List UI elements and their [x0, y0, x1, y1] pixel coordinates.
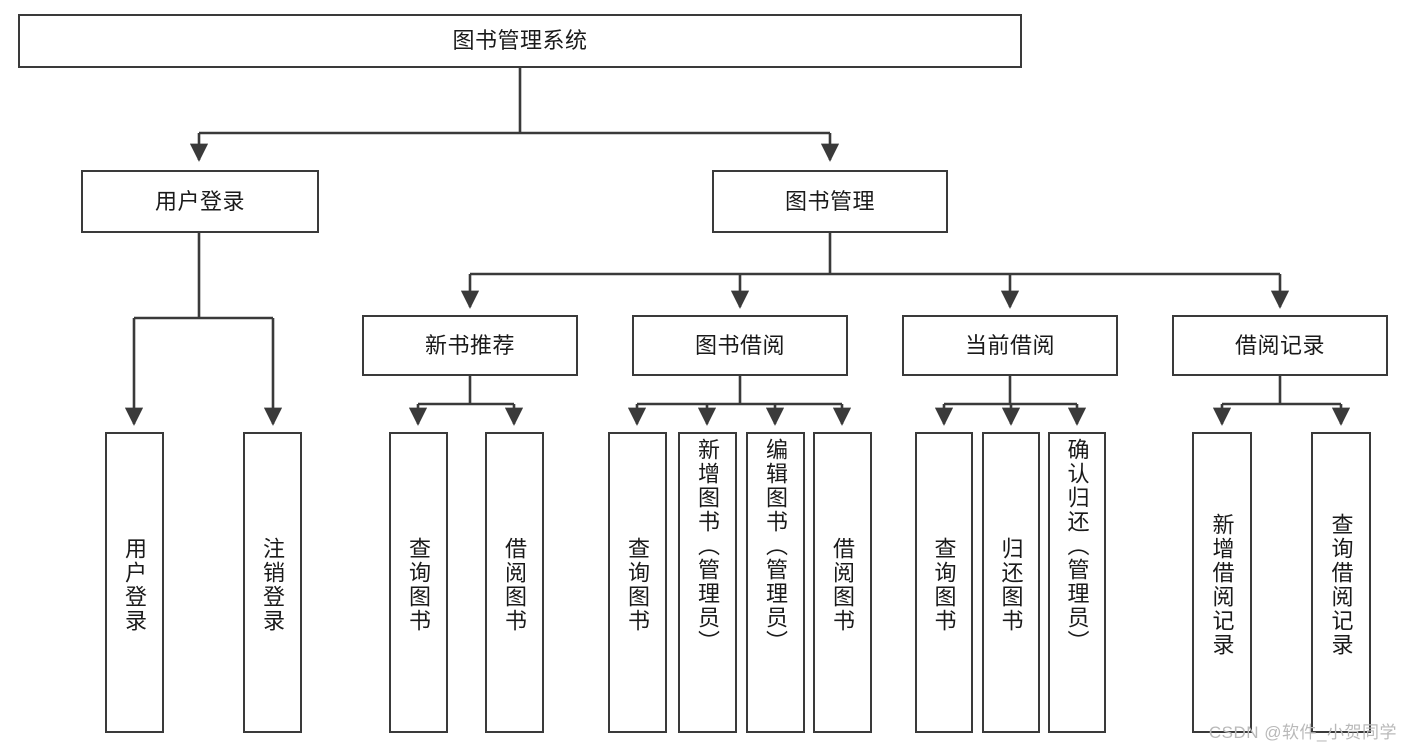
node-leaf-return-book[interactable]: 归还图书: [982, 432, 1040, 733]
node-leaf-borrow-book-1[interactable]: 借阅图书: [485, 432, 544, 733]
node-leaf-edit-book[interactable]: 编辑图书（管理员）: [746, 432, 805, 733]
node-label: 新增图书（管理员）: [695, 438, 721, 654]
node-borrow-record[interactable]: 借阅记录: [1172, 315, 1388, 376]
node-book-borrow[interactable]: 图书借阅: [632, 315, 848, 376]
node-leaf-logout-login[interactable]: 注销登录: [243, 432, 302, 733]
node-leaf-confirm-return[interactable]: 确认归还（管理员）: [1048, 432, 1106, 733]
node-label: 用户登录: [122, 536, 148, 633]
node-leaf-user-login[interactable]: 用户登录: [105, 432, 164, 733]
node-leaf-query-book-3[interactable]: 查询图书: [915, 432, 973, 733]
watermark-text: CSDN @软件_小贺同学: [1208, 723, 1397, 742]
node-label: 确认归还（管理员）: [1064, 438, 1090, 654]
node-label: 图书管理: [784, 188, 875, 214]
node-label: 归还图书: [998, 536, 1024, 633]
node-root-system[interactable]: 图书管理系统: [18, 14, 1022, 68]
node-book-manage[interactable]: 图书管理: [712, 170, 948, 233]
node-label: 编辑图书（管理员）: [763, 438, 789, 654]
node-leaf-add-book[interactable]: 新增图书（管理员）: [678, 432, 737, 733]
node-leaf-query-book-1[interactable]: 查询图书: [389, 432, 448, 733]
node-user-login[interactable]: 用户登录: [81, 170, 319, 233]
node-label: 图书管理系统: [452, 28, 588, 54]
node-label: 查询图书: [406, 536, 432, 633]
node-leaf-borrow-book-2[interactable]: 借阅图书: [813, 432, 872, 733]
node-leaf-add-record[interactable]: 新增借阅记录: [1192, 432, 1252, 733]
node-label: 查询图书: [931, 536, 957, 633]
node-label: 新书推荐: [424, 332, 515, 358]
node-label: 借阅图书: [502, 536, 528, 633]
node-label: 图书借阅: [694, 332, 785, 358]
node-new-book-recommend[interactable]: 新书推荐: [362, 315, 578, 376]
node-label: 查询借阅记录: [1328, 512, 1354, 657]
node-leaf-query-record[interactable]: 查询借阅记录: [1311, 432, 1371, 733]
node-label: 新增借阅记录: [1209, 512, 1235, 657]
node-label: 用户登录: [154, 188, 245, 214]
node-label: 注销登录: [260, 536, 286, 633]
node-current-borrow[interactable]: 当前借阅: [902, 315, 1118, 376]
node-label: 借阅图书: [830, 536, 856, 633]
node-label: 查询图书: [625, 536, 651, 633]
node-leaf-query-book-2[interactable]: 查询图书: [608, 432, 667, 733]
node-label: 借阅记录: [1234, 332, 1325, 358]
node-label: 当前借阅: [964, 332, 1055, 358]
